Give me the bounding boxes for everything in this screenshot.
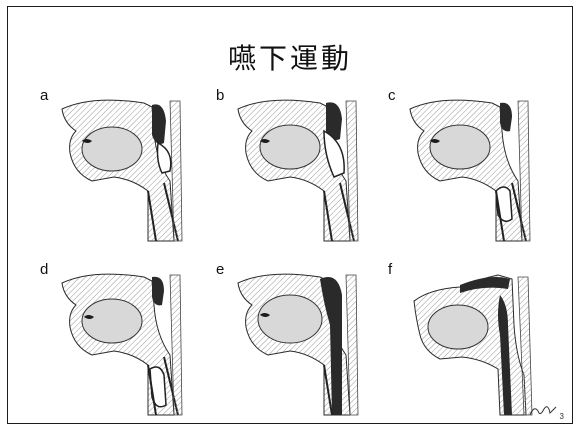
panel-f: f (388, 261, 553, 416)
artist-signature (528, 401, 558, 419)
swallowing-stage-a-illustration (52, 91, 202, 243)
panel-c: c (388, 87, 553, 242)
panel-a: a (40, 87, 205, 242)
panel-label-b: b (216, 87, 224, 104)
panel-b: b (216, 87, 381, 242)
slide-title: 嚥下運動 (8, 37, 572, 77)
panel-e: e (216, 261, 381, 416)
panel-label-d: d (40, 261, 48, 278)
swallowing-stage-c-illustration (400, 91, 550, 243)
panel-label-f: f (388, 261, 392, 278)
swallowing-stage-d-illustration (52, 265, 202, 417)
panel-d: d (40, 261, 205, 416)
panel-label-c: c (388, 87, 396, 104)
panel-label-e: e (216, 261, 224, 278)
page-number: 3 (560, 412, 564, 421)
swallowing-stage-f-illustration (400, 265, 550, 417)
slide: 嚥下運動 a b (7, 6, 573, 424)
swallowing-stage-b-illustration (228, 91, 378, 243)
swallowing-stage-e-illustration (228, 265, 378, 417)
panel-label-a: a (40, 87, 48, 104)
